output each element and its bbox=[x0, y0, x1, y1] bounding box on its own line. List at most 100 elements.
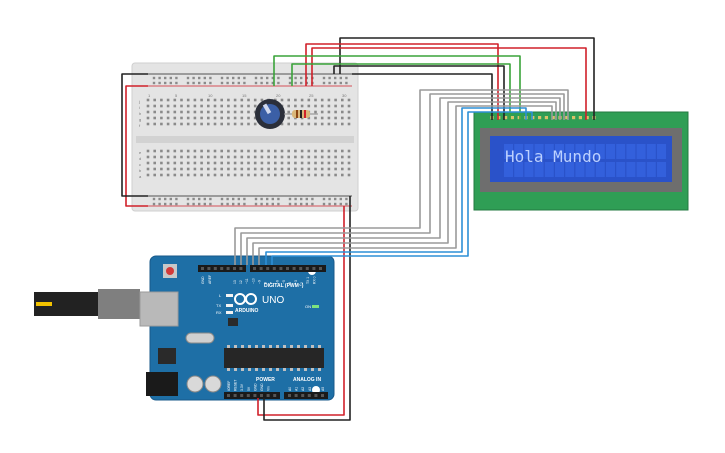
rail-hole[interactable] bbox=[294, 81, 297, 85]
breadboard-hole[interactable] bbox=[327, 155, 331, 159]
breadboard-hole[interactable] bbox=[307, 161, 311, 165]
rail-hole[interactable] bbox=[334, 202, 337, 206]
rail-hole[interactable] bbox=[209, 202, 212, 206]
breadboard-hole[interactable] bbox=[287, 167, 290, 171]
breadboard-hole[interactable] bbox=[287, 122, 290, 126]
breadboard-hole[interactable] bbox=[193, 161, 197, 165]
breadboard-hole[interactable] bbox=[173, 173, 177, 177]
rail-hole[interactable] bbox=[328, 202, 331, 206]
lcd-pin[interactable] bbox=[517, 116, 521, 120]
breadboard-hole[interactable] bbox=[186, 122, 190, 126]
breadboard-hole[interactable] bbox=[300, 104, 304, 108]
breadboard-hole[interactable] bbox=[146, 155, 150, 159]
breadboard-hole[interactable] bbox=[327, 149, 331, 153]
breadboard-hole[interactable] bbox=[307, 116, 311, 120]
breadboard-hole[interactable] bbox=[160, 122, 163, 126]
rail-hole[interactable] bbox=[322, 76, 326, 80]
breadboard-hole[interactable] bbox=[334, 122, 337, 126]
breadboard-hole[interactable] bbox=[207, 161, 210, 165]
potentiometer-knob[interactable] bbox=[260, 104, 280, 124]
rail-hole[interactable] bbox=[192, 81, 195, 85]
rail-hole[interactable] bbox=[345, 197, 348, 201]
breadboard-hole[interactable] bbox=[247, 104, 250, 108]
breadboard-hole[interactable] bbox=[341, 104, 344, 108]
breadboard-hole[interactable] bbox=[200, 155, 203, 159]
rail-hole[interactable] bbox=[232, 202, 235, 206]
breadboard-hole[interactable] bbox=[220, 122, 223, 126]
breadboard-hole[interactable] bbox=[320, 173, 324, 177]
breadboard-hole[interactable] bbox=[146, 104, 150, 108]
breadboard-hole[interactable] bbox=[300, 173, 304, 177]
breadboard-hole[interactable] bbox=[287, 98, 290, 102]
lcd-pin[interactable] bbox=[585, 116, 589, 120]
breadboard-hole[interactable] bbox=[233, 167, 237, 171]
breadboard-hole[interactable] bbox=[240, 122, 244, 126]
rail-hole[interactable] bbox=[203, 197, 206, 201]
breadboard-hole[interactable] bbox=[334, 161, 337, 165]
rail-hole[interactable] bbox=[328, 76, 331, 80]
breadboard-hole[interactable] bbox=[253, 122, 257, 126]
breadboard-hole[interactable] bbox=[146, 173, 150, 177]
lcd-pin[interactable] bbox=[544, 116, 548, 120]
rail-hole[interactable] bbox=[305, 197, 308, 201]
breadboard-hole[interactable] bbox=[193, 173, 197, 177]
breadboard-hole[interactable] bbox=[160, 167, 163, 171]
breadboard-hole[interactable] bbox=[207, 98, 210, 102]
breadboard-hole[interactable] bbox=[146, 98, 150, 102]
rail-hole[interactable] bbox=[288, 81, 292, 85]
header-hole[interactable] bbox=[253, 394, 257, 397]
breadboard-hole[interactable] bbox=[314, 149, 317, 153]
breadboard-hole[interactable] bbox=[294, 122, 297, 126]
breadboard-hole[interactable] bbox=[200, 161, 203, 165]
wire-rail-negative-jumper[interactable] bbox=[121, 73, 148, 197]
breadboard-hole[interactable] bbox=[247, 116, 250, 120]
rail-hole[interactable] bbox=[158, 76, 161, 80]
rail-hole[interactable] bbox=[345, 81, 348, 85]
breadboard-hole[interactable] bbox=[200, 167, 203, 171]
rail-hole[interactable] bbox=[169, 202, 172, 206]
breadboard-hole[interactable] bbox=[227, 155, 230, 159]
breadboard-hole[interactable] bbox=[294, 155, 297, 159]
rail-hole[interactable] bbox=[260, 81, 263, 85]
wire-gnd[interactable] bbox=[263, 196, 351, 421]
breadboard-hole[interactable] bbox=[240, 104, 244, 108]
rail-hole[interactable] bbox=[152, 76, 156, 80]
breadboard-hole[interactable] bbox=[173, 122, 177, 126]
wire-d5-db4[interactable] bbox=[246, 97, 561, 265]
breadboard-hole[interactable] bbox=[247, 98, 250, 102]
breadboard-hole[interactable] bbox=[227, 149, 230, 153]
breadboard-hole[interactable] bbox=[300, 122, 304, 126]
arduino-uno[interactable]: L TX RX ON UNO ARDUINO DIGITAL (PWM~) PO… bbox=[34, 255, 335, 401]
breadboard-hole[interactable] bbox=[341, 161, 344, 165]
breadboard-hole[interactable] bbox=[253, 155, 257, 159]
rail-hole[interactable] bbox=[169, 76, 172, 80]
wire-lcd-gnd[interactable] bbox=[352, 73, 493, 120]
rail-hole[interactable] bbox=[192, 202, 195, 206]
breadboard-hole[interactable] bbox=[166, 167, 170, 171]
breadboard-hole[interactable] bbox=[341, 173, 344, 177]
rail-hole[interactable] bbox=[209, 197, 212, 201]
breadboard-hole[interactable] bbox=[287, 110, 290, 114]
rail-hole[interactable] bbox=[198, 197, 201, 201]
breadboard-hole[interactable] bbox=[341, 122, 344, 126]
rail-hole[interactable] bbox=[169, 81, 172, 85]
breadboard-hole[interactable] bbox=[233, 155, 237, 159]
breadboard-hole[interactable] bbox=[173, 110, 177, 114]
reset-button-cap[interactable] bbox=[166, 267, 174, 275]
breadboard-hole[interactable] bbox=[260, 173, 264, 177]
rail-hole[interactable] bbox=[158, 197, 161, 201]
header-hole[interactable] bbox=[239, 267, 243, 270]
rail-hole[interactable] bbox=[254, 197, 258, 201]
breadboard-hole[interactable] bbox=[186, 167, 190, 171]
wire-lcd-vcc[interactable] bbox=[305, 43, 499, 120]
rail-hole[interactable] bbox=[237, 197, 240, 201]
breadboard-hole[interactable] bbox=[347, 116, 351, 120]
breadboard-hole[interactable] bbox=[347, 122, 351, 126]
wire-d4-db5[interactable] bbox=[252, 101, 557, 265]
breadboard-hole[interactable] bbox=[153, 149, 156, 153]
breadboard-hole[interactable] bbox=[327, 122, 331, 126]
breadboard-hole[interactable] bbox=[180, 167, 183, 171]
breadboard-hole[interactable] bbox=[207, 110, 210, 114]
header-hole[interactable] bbox=[259, 267, 263, 270]
breadboard-hole[interactable] bbox=[200, 122, 203, 126]
